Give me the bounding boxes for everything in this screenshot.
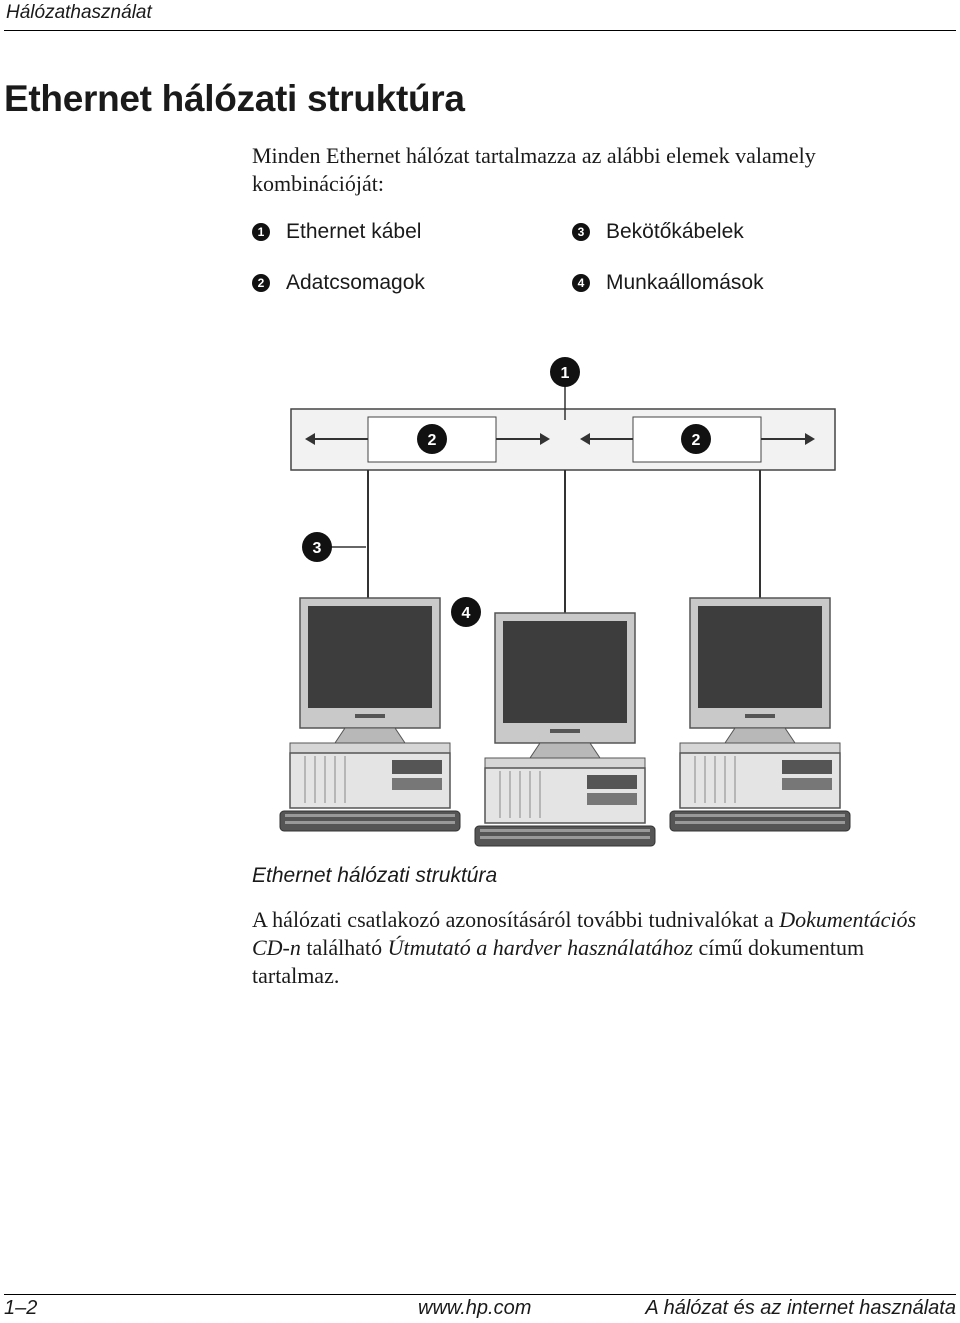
running-header: Hálózathasználat [6,2,152,24]
page-title: Ethernet hálózati struktúra [4,78,465,120]
legend-label: Adatcsomagok [286,271,425,295]
callout-2: 2 [417,424,447,454]
svg-text:1: 1 [561,365,570,382]
legend-item-ethernet-cable: 1 Ethernet kábel [252,220,421,244]
body-text: A hálózati csatlakozó azonosításáról tov… [252,907,779,932]
callout-number-icon: 2 [252,274,270,292]
legend-label: Ethernet kábel [286,220,421,244]
callout-number-icon: 1 [252,223,270,241]
legend-item-drop-cables: 3 Bekötőkábelek [572,220,744,244]
workstation [670,598,850,831]
hardware-guide-reference: Útmutató a hardver használatához [388,935,693,960]
svg-text:3: 3 [313,540,322,557]
footer-url: www.hp.com [418,1297,531,1320]
svg-text:4: 4 [462,605,471,622]
callout-4: 4 [451,597,481,627]
workstation [475,613,655,846]
callout-number-icon: 3 [572,223,590,241]
body-paragraph: A hálózati csatlakozó azonosításáról tov… [252,906,952,990]
svg-text:2: 2 [428,432,437,449]
workstation [280,598,460,831]
callout-number-icon: 4 [572,274,590,292]
callout-3: 3 [302,532,332,562]
network-diagram: 1 2 2 3 4 [262,350,872,855]
legend-label: Munkaállomások [606,271,764,295]
intro-paragraph: Minden Ethernet hálózat tartalmazza az a… [252,142,892,198]
legend-item-workstations: 4 Munkaállomások [572,271,764,295]
figure-caption: Ethernet hálózati struktúra [252,864,497,888]
body-text: található [301,935,388,960]
svg-text:2: 2 [692,432,701,449]
callout-1: 1 [550,357,580,387]
footer-rule [4,1294,956,1295]
callout-2: 2 [681,424,711,454]
legend-label: Bekötőkábelek [606,220,744,244]
legend-item-data-packets: 2 Adatcsomagok [252,271,425,295]
header-rule [4,30,956,31]
page-number: 1–2 [4,1297,37,1320]
footer-book-title: A hálózat és az internet használata [645,1297,956,1320]
